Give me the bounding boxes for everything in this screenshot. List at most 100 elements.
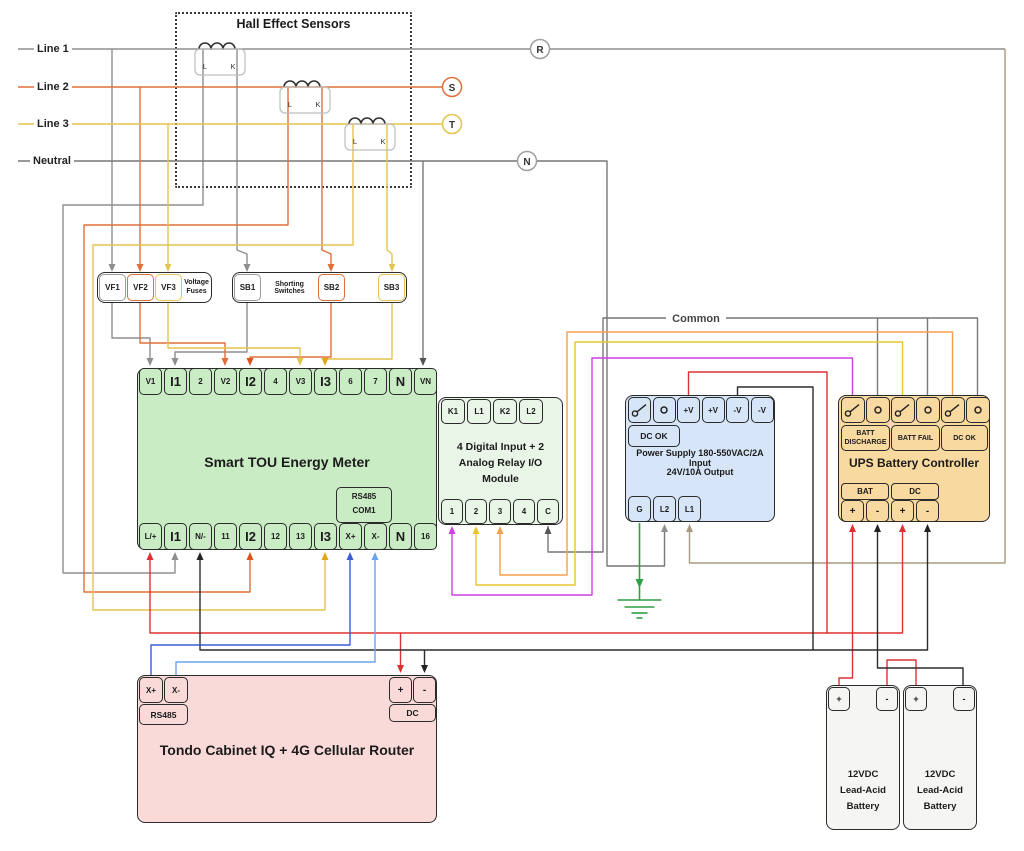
shorting-switches-label: Shorting Switches bbox=[274, 280, 305, 295]
ups-dcok-label-box bbox=[941, 425, 988, 451]
battery-1-minus-terminal: - bbox=[876, 687, 898, 711]
marker-r-circle bbox=[529, 38, 551, 60]
circle-contact-icon bbox=[974, 406, 982, 414]
router-dc-label: DC bbox=[406, 708, 419, 718]
fuse-vf3: VF3 bbox=[155, 274, 182, 301]
router-dc-plus-terminal: + bbox=[389, 677, 412, 703]
battery-2-plus-terminal: + bbox=[905, 687, 927, 711]
meter-terminal-n-minus: N/- bbox=[189, 523, 212, 550]
hall-sensors-title: Hall Effect Sensors bbox=[236, 17, 351, 31]
psu-dcok-label-box bbox=[628, 425, 680, 447]
battery-1-label-3: Battery bbox=[846, 801, 880, 812]
switch-contact-icon bbox=[894, 404, 910, 417]
marker-t-circle bbox=[441, 113, 463, 135]
ups-dcok-label: DC OK bbox=[953, 434, 976, 442]
ups-bat-group-box bbox=[841, 483, 889, 500]
io-terminal-l1: L1 bbox=[467, 399, 491, 424]
ups-batt-discharge-switch bbox=[841, 397, 865, 423]
switch-sb1: SB1 bbox=[234, 274, 261, 301]
ups-bat-plus-terminal: + bbox=[841, 500, 864, 522]
battery-1-label-2: Lead-Acid bbox=[840, 785, 886, 796]
switch-contact-icon bbox=[944, 404, 960, 417]
psu-title-1: Power Supply 180-550VAC/2A Input bbox=[636, 448, 764, 468]
meter-terminal-i1: I1 bbox=[164, 368, 187, 395]
io-terminal-l2: L2 bbox=[519, 399, 543, 424]
circle-contact-icon bbox=[660, 406, 668, 414]
router-x-minus-terminal: X- bbox=[164, 677, 188, 703]
switch-contact-icon bbox=[631, 404, 646, 417]
fuse-vf1: VF1 bbox=[99, 274, 126, 301]
switch-contact-icon bbox=[844, 404, 860, 417]
line1-label: Line 1 bbox=[34, 42, 72, 56]
marker-s: S bbox=[449, 83, 456, 94]
psu-terminal-g: G bbox=[628, 496, 651, 522]
io-terminal-in3: 3 bbox=[489, 499, 511, 524]
meter-terminal-n-bot: N bbox=[389, 523, 412, 550]
io-terminal-in4: 4 bbox=[513, 499, 535, 524]
router-title: Tondo Cabinet IQ + 4G Cellular Router bbox=[159, 742, 415, 758]
io-terminal-common: C bbox=[537, 499, 559, 524]
ups-batt-discharge-com bbox=[866, 397, 890, 423]
battery-2-minus-terminal: - bbox=[953, 687, 975, 711]
switch-sb3: SB3 bbox=[378, 274, 405, 301]
battery-1-label-1: 12VDC bbox=[847, 769, 879, 780]
meter-terminal-2: 2 bbox=[189, 368, 212, 395]
meter-terminal-7: 7 bbox=[364, 368, 387, 395]
meter-title: Smart TOU Energy Meter bbox=[204, 454, 370, 470]
marker-n-circle bbox=[516, 150, 538, 172]
meter-terminal-i2-out: I2 bbox=[239, 523, 262, 550]
io-module-title-2: Analog Relay I/O bbox=[458, 457, 543, 469]
ups-batt-fail-label-box bbox=[891, 425, 940, 451]
io-terminal-k1: K1 bbox=[441, 399, 465, 424]
meter-terminal-n: N bbox=[389, 368, 412, 395]
fuse-vf2: VF2 bbox=[127, 274, 154, 301]
meter-terminal-16: 16 bbox=[414, 523, 437, 550]
ups-title: UPS Battery Controller bbox=[848, 456, 980, 470]
router-rs485-label: RS485 bbox=[150, 709, 177, 720]
psu-title-2: 24V/10A Output bbox=[666, 467, 734, 477]
voltage-fuses-label: Voltage Fuses bbox=[184, 279, 209, 295]
marker-n: N bbox=[523, 157, 530, 168]
psu-dcok-com-terminal bbox=[652, 397, 676, 423]
ups-batt-fail-label: BATT FAIL bbox=[897, 434, 934, 442]
meter-terminal-vn: VN bbox=[414, 368, 437, 395]
psu-terminal-vplus1: +V bbox=[677, 397, 700, 423]
psu-terminal-l1: L1 bbox=[678, 496, 701, 522]
battery-2-label-3: Battery bbox=[923, 801, 957, 812]
router-rs485-box bbox=[139, 704, 188, 725]
meter-terminal-v3: V3 bbox=[289, 368, 312, 395]
psu-dcok-label: DC OK bbox=[640, 431, 668, 441]
common-label-bg bbox=[666, 311, 726, 324]
io-module-title-1: 4 Digital Input + 2 bbox=[456, 441, 545, 453]
psu-terminal-vminus2: -V bbox=[750, 397, 774, 423]
meter-terminal-v1: V1 bbox=[139, 368, 162, 395]
line3-label: Line 3 bbox=[34, 117, 72, 131]
ups-dcok-com bbox=[966, 397, 990, 423]
meter-terminal-x-plus: X+ bbox=[339, 523, 362, 550]
meter-terminal-l-plus: L/+ bbox=[139, 523, 162, 550]
marker-r: R bbox=[536, 45, 544, 56]
io-terminal-k2: K2 bbox=[493, 399, 517, 424]
psu-terminal-vplus2: +V bbox=[701, 397, 725, 423]
ups-dcok-switch bbox=[941, 397, 965, 423]
meter-terminal-v2: V2 bbox=[214, 368, 237, 395]
psu-terminal-l2: L2 bbox=[653, 496, 676, 522]
router-x-plus-terminal: X+ bbox=[139, 677, 163, 703]
battery-1-plus-terminal: + bbox=[828, 687, 850, 711]
meter-terminal-13: 13 bbox=[289, 523, 312, 550]
common-bus-label: Common bbox=[672, 313, 720, 325]
battery-2-label-1: 12VDC bbox=[924, 769, 956, 780]
meter-terminal-i1-out: I1 bbox=[164, 523, 187, 550]
neutral-label: Neutral bbox=[30, 154, 74, 168]
hall-sensors-box bbox=[175, 12, 412, 188]
ups-dc-minus-terminal: - bbox=[916, 500, 939, 522]
meter-terminal-i2: I2 bbox=[239, 368, 262, 395]
meter-terminal-12: 12 bbox=[264, 523, 287, 550]
io-terminal-in2: 2 bbox=[465, 499, 487, 524]
meter-com1-label: COM1 bbox=[352, 505, 376, 515]
meter-terminal-x-minus: X- bbox=[364, 523, 387, 550]
ups-batt-fail-switch bbox=[891, 397, 915, 423]
io-terminal-in1: 1 bbox=[441, 499, 463, 524]
ups-bat-minus-terminal: - bbox=[866, 500, 889, 522]
